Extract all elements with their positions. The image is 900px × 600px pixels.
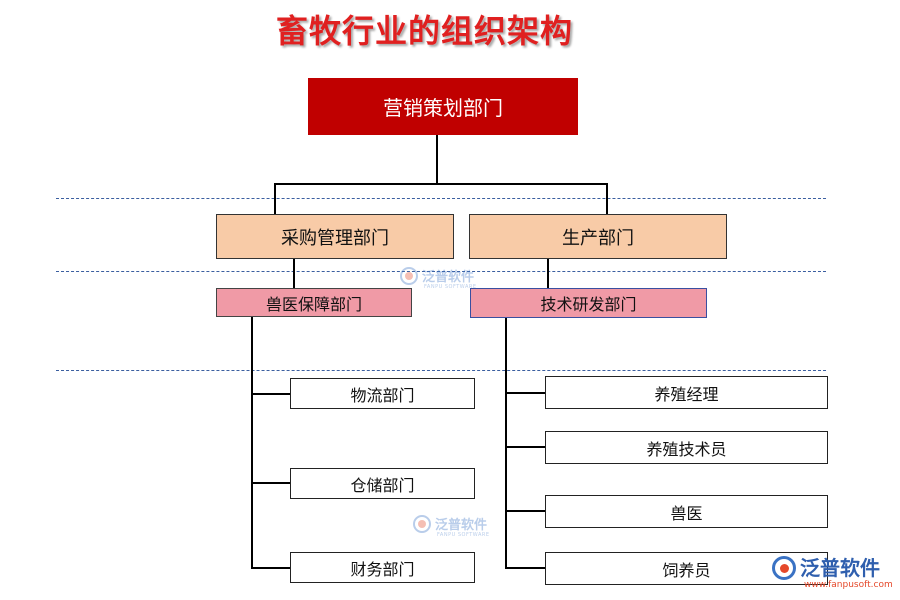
connector-line [505,567,546,569]
node-veterinary-support: 兽医保障部门 [216,288,412,317]
fanpu-logo-icon [400,266,418,285]
connector-line [293,258,295,288]
connector-line [251,393,291,395]
node-logistics: 物流部门 [290,378,475,409]
node-production: 生产部门 [469,214,727,259]
node-tech-rd: 技术研发部门 [470,288,707,318]
node-marketing-planning: 营销策划部门 [308,78,578,135]
connector-line [274,183,608,185]
watermark: 泛普软件 FANPU SOFTWARE [413,514,489,538]
logo-name: 泛普软件 [800,556,880,580]
logo-url: www.fanpusoft.com [804,580,893,590]
node-breeding-technician: 养殖技术员 [545,431,828,464]
node-procurement: 采购管理部门 [216,214,454,259]
watermark: 泛普软件 FANPU SOFTWARE [400,266,476,290]
node-finance: 财务部门 [290,552,475,583]
connector-line [251,316,253,569]
fanpu-logo-icon [772,556,796,580]
separator-line [56,271,826,272]
connector-line [251,567,291,569]
diagram-title: 畜牧行业的组织架构 [276,12,574,50]
fanpu-logo-icon [413,514,431,533]
node-veterinarian: 兽医 [545,495,828,528]
connector-line [505,446,546,448]
connector-line [436,135,438,184]
separator-line [56,370,826,371]
fanpu-logo: 泛普软件 www.fanpusoft.com [768,552,896,596]
node-warehouse: 仓储部门 [290,468,475,499]
connector-line [606,183,608,214]
separator-line [56,198,826,199]
connector-line [505,510,546,512]
connector-line [505,316,507,569]
connector-line [547,258,549,288]
connector-line [505,392,546,394]
connector-line [274,183,276,214]
node-breeding-manager: 养殖经理 [545,376,828,409]
connector-line [251,482,291,484]
